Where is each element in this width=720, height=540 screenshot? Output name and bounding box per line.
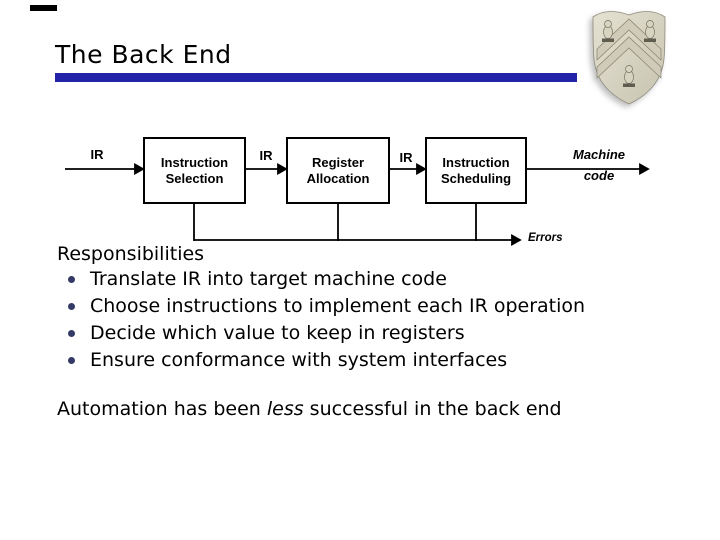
stage-box-register-allocation: Register Allocation <box>286 137 390 204</box>
edge2-arrowhead <box>416 162 427 176</box>
list-item-text: Translate IR into target machine code <box>90 268 447 290</box>
closing-statement-post: successful in the back end <box>303 398 562 420</box>
bullet-dot-icon <box>68 276 75 283</box>
stage-label-line: Selection <box>165 170 224 186</box>
list-item-text: Ensure conformance with system interface… <box>90 349 508 371</box>
chevron-lower <box>596 36 662 79</box>
stage-label-line: Allocation <box>306 170 370 186</box>
ir-input-arrowhead <box>134 162 145 176</box>
closing-statement-pre: Automation has been <box>57 398 267 420</box>
machine-code-output-label: Machine code <box>553 144 645 186</box>
rice-shield-crest-icon <box>592 11 666 105</box>
errors-arrowhead <box>511 233 522 247</box>
responsibilities-list: Translate IR into target machine code Ch… <box>57 266 585 374</box>
stage-box-instruction-scheduling: Instruction Scheduling <box>425 137 527 204</box>
bullet-dot-icon <box>68 357 75 364</box>
stage-label-line: Scheduling <box>440 170 512 186</box>
stage-label-line: Register <box>311 154 365 170</box>
closing-statement-emphasis: less <box>266 398 304 420</box>
responsibilities-heading: Responsibilities <box>57 243 205 265</box>
stage-label-line: Instruction <box>442 154 510 170</box>
owl-top-right <box>644 20 656 42</box>
ir-edge-label-1: IR <box>259 148 273 163</box>
list-item-text: Choose instructions to implement each IR… <box>90 295 586 317</box>
list-item: Ensure conformance with system interface… <box>57 347 585 374</box>
ir-edge-label-2: IR <box>399 150 413 165</box>
list-item-text: Decide which value to keep in registers <box>90 322 465 344</box>
bullet-dot-icon <box>68 303 75 310</box>
ir-input-label: IR <box>90 147 104 162</box>
edge1-arrowhead <box>277 162 288 176</box>
machine-code-line: code <box>583 168 615 183</box>
slide-title: The Back End <box>55 40 232 69</box>
title-underline-bar <box>55 73 577 82</box>
stage-label-line: Instruction <box>160 154 229 170</box>
top-edge-mark <box>30 5 57 11</box>
list-item: Choose instructions to implement each IR… <box>57 293 585 320</box>
owl-top-left <box>602 20 614 42</box>
closing-statement: Automation has been less successful in t… <box>57 398 562 420</box>
machine-code-line: Machine <box>572 147 625 162</box>
stage-box-instruction-selection: Instruction Selection <box>143 137 246 204</box>
list-item: Translate IR into target machine code <box>57 266 585 293</box>
bullet-dot-icon <box>68 330 75 337</box>
owl-bottom-center <box>623 65 635 87</box>
list-item: Decide which value to keep in registers <box>57 320 585 347</box>
errors-label: Errors <box>528 232 563 244</box>
